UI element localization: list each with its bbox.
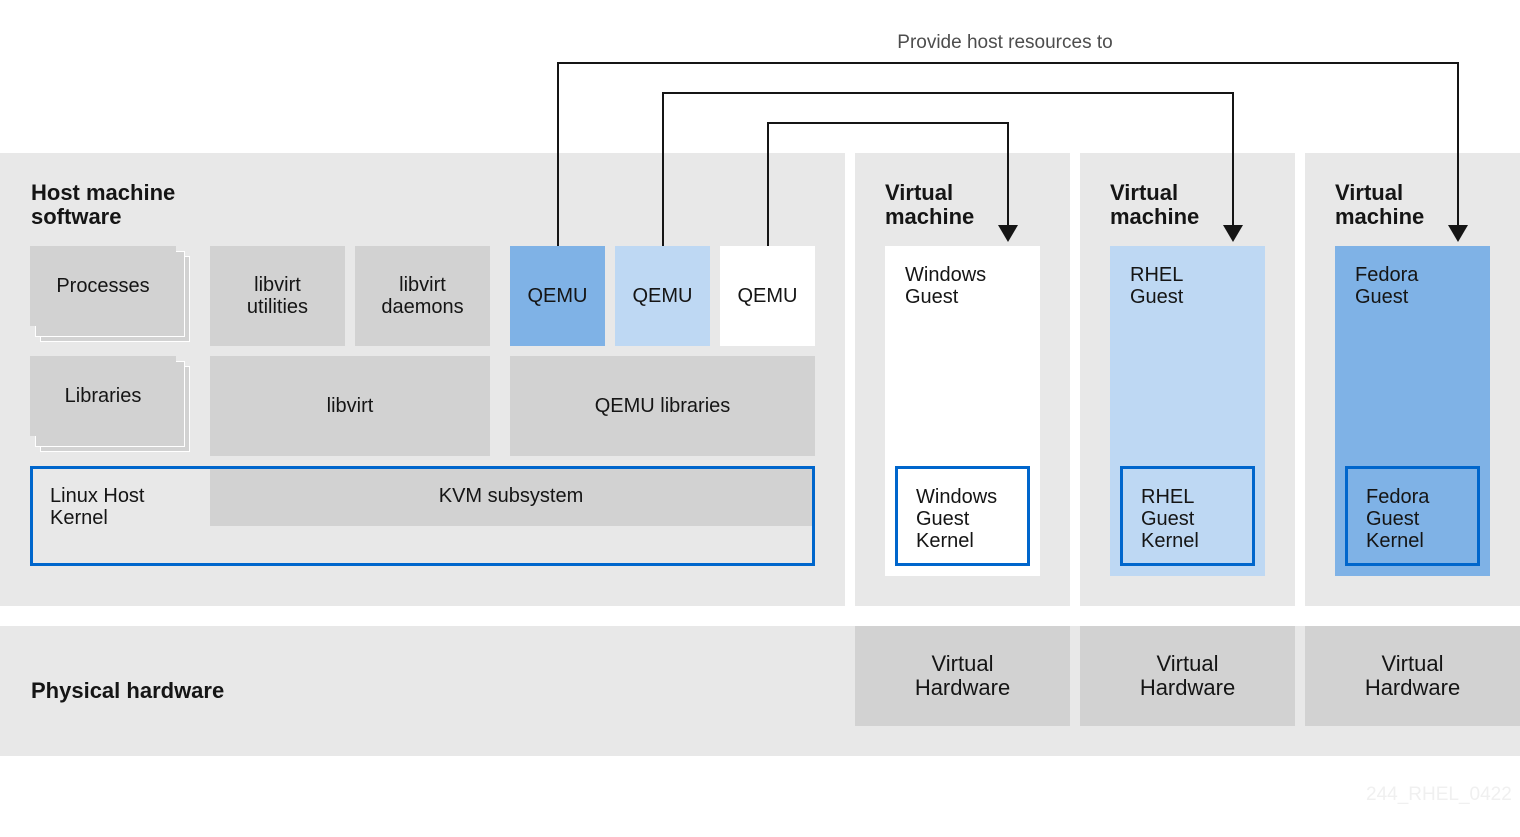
qemu-box-2: QEMU <box>615 246 710 346</box>
arrow-qemu-1-to-fedora <box>557 62 1459 246</box>
windows-guest-label: Windows Guest <box>905 264 987 308</box>
qemu-libraries-box: QEMU libraries <box>510 356 815 456</box>
libvirt-utilities-box: libvirt utilities <box>210 246 345 346</box>
arrowhead-fedora <box>1448 225 1468 242</box>
arrow-label: Provide host resources to <box>897 32 1113 53</box>
watermark: 244_RHEL_0422 <box>1366 784 1512 805</box>
libvirt-box: libvirt <box>210 356 490 456</box>
arrowhead-rhel <box>1223 225 1243 242</box>
arrow-qemu-2-to-rhel <box>662 92 1234 246</box>
libvirt-daemons-box: libvirt daemons <box>355 246 490 346</box>
arrow-qemu-3-to-windows <box>767 122 1009 246</box>
physical-hardware-label: Physical hardware <box>31 678 225 703</box>
vm-heading-1: Virtual machine <box>885 180 975 229</box>
virtual-hardware-box-3: Virtual Hardware <box>1305 626 1520 726</box>
rhel-guest-kernel-box: RHEL Guest Kernel <box>1120 466 1255 566</box>
vm-heading-3: Virtual machine <box>1335 180 1425 229</box>
linux-host-kernel-label: Linux Host Kernel <box>50 485 145 529</box>
processes-box: Processes <box>30 246 176 326</box>
rhel-guest-label: RHEL Guest <box>1130 264 1184 308</box>
qemu-box-3: QEMU <box>720 246 815 346</box>
linux-host-kernel-box <box>30 466 815 566</box>
fedora-guest-kernel-box: Fedora Guest Kernel <box>1345 466 1480 566</box>
arrowhead-windows <box>998 225 1018 242</box>
fedora-guest-label: Fedora Guest <box>1355 264 1419 308</box>
windows-guest-kernel-box: Windows Guest Kernel <box>895 466 1030 566</box>
vm-heading-2: Virtual machine <box>1110 180 1200 229</box>
kvm-subsystem-box: KVM subsystem <box>210 469 812 526</box>
host-software-heading: Host machine software <box>31 180 176 229</box>
virtual-hardware-box-1: Virtual Hardware <box>855 626 1070 726</box>
libraries-box: Libraries <box>30 356 176 436</box>
qemu-box-1: QEMU <box>510 246 605 346</box>
virtual-hardware-box-2: Virtual Hardware <box>1080 626 1295 726</box>
